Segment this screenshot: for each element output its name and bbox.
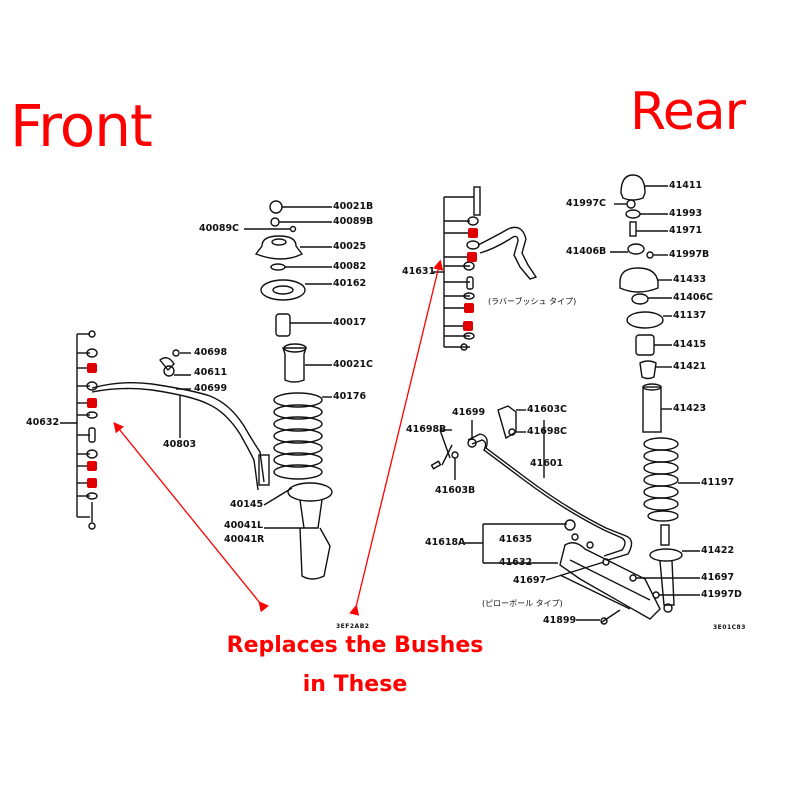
- part-label: 40698: [194, 347, 228, 358]
- part-label: 41137: [673, 310, 707, 321]
- front-strut-stack: [244, 200, 333, 580]
- part-label: 40176: [333, 391, 367, 402]
- part-label: 41422: [701, 545, 735, 556]
- caption-line-2: in These: [302, 672, 408, 697]
- bush-highlight: [463, 321, 473, 331]
- rear-strut-stack: [610, 174, 700, 613]
- bush-highlight: [87, 363, 97, 373]
- part-label: 40089C: [199, 223, 240, 234]
- front-coil-spring-40176: [273, 392, 323, 480]
- rubber-bush-type-note: (ラバーブッシュ タイプ): [488, 297, 577, 306]
- part-label: 40803: [163, 439, 197, 450]
- part-label: 40699: [194, 383, 228, 394]
- part-label: 40041L: [224, 520, 264, 531]
- pillow-ball-type-note: (ピローボール タイプ): [482, 599, 563, 608]
- rear-link-pointer-arrow: [349, 259, 444, 616]
- rear-lower-arm: [463, 519, 661, 625]
- part-label: 40611: [194, 367, 228, 378]
- caption-line-1: Replaces the Bushes: [226, 633, 484, 658]
- front-link-pointer-arrow: [113, 421, 269, 613]
- part-label: 41697: [513, 575, 547, 586]
- front-strut-mount-40025: [254, 235, 304, 260]
- part-label: 40162: [333, 278, 367, 289]
- part-label: 41997D: [701, 589, 742, 600]
- part-label: 41197: [701, 477, 735, 488]
- part-label: 41631: [402, 266, 436, 277]
- bush-highlight: [464, 303, 474, 313]
- part-label: 40089B: [333, 216, 374, 227]
- part-label: 41406B: [566, 246, 607, 257]
- bush-highlight: [467, 252, 477, 262]
- front-bump-stop-40017: [275, 313, 291, 337]
- part-label: 41697: [701, 572, 735, 583]
- bush-highlight: [87, 461, 97, 471]
- part-label: 40145: [230, 499, 264, 510]
- part-label: 41993: [669, 208, 703, 219]
- front-top-nut-40021b: [269, 200, 283, 214]
- part-label: 41698B: [406, 424, 447, 435]
- part-label: 40041R: [224, 534, 265, 545]
- part-label: 40017: [333, 317, 367, 328]
- bush-highlight: [468, 228, 478, 238]
- part-label: 41699: [452, 407, 486, 418]
- part-label: 41997C: [566, 198, 607, 209]
- part-label: 41618A: [425, 537, 466, 548]
- part-label: 41698C: [527, 426, 568, 437]
- part-label: 41423: [673, 403, 707, 414]
- bush-highlight: [87, 478, 97, 488]
- part-label: 40021C: [333, 359, 374, 370]
- part-label: 41632: [499, 557, 533, 568]
- rear-coil-spring-41197: [643, 437, 679, 522]
- front-stabilizer-link-kit-40632: [60, 330, 98, 530]
- rear-strut-mount-41433: [619, 267, 659, 293]
- bush-highlight: [87, 398, 97, 408]
- part-label: 41433: [673, 274, 707, 285]
- part-label: 41899: [543, 615, 577, 626]
- rear-diagram-code: 3E01C83: [713, 624, 746, 631]
- part-label: 40025: [333, 241, 367, 252]
- part-label: 41971: [669, 225, 703, 236]
- part-label: 40632: [26, 417, 60, 428]
- rear-dust-boot-41423: [642, 386, 662, 433]
- part-label: 41601: [530, 458, 564, 469]
- front-stabilizer-bar-40803: [91, 349, 270, 491]
- front-title: Front: [10, 92, 153, 160]
- part-label: 40082: [333, 261, 367, 272]
- part-label: 41603B: [435, 485, 476, 496]
- part-label: 41421: [673, 361, 707, 372]
- front-strut-40041: [299, 499, 323, 529]
- highlighted-bushes: [87, 228, 478, 488]
- part-label: 40021B: [333, 201, 374, 212]
- part-label: 41411: [669, 180, 703, 191]
- rear-dust-cap-41411: [620, 174, 646, 201]
- part-label: 41415: [673, 339, 707, 350]
- part-label: 41997B: [669, 249, 710, 260]
- part-label: 41635: [499, 534, 533, 545]
- front-spring-seat-40162: [260, 279, 306, 301]
- front-dust-boot-40021c: [282, 347, 307, 383]
- front-diagram-code: 3EF2AB2: [336, 623, 370, 630]
- rear-stabilizer-link-kit-41631: [433, 186, 538, 351]
- part-label: 41406C: [673, 292, 714, 303]
- part-label: 41603C: [527, 404, 568, 415]
- rear-title: Rear: [630, 82, 746, 142]
